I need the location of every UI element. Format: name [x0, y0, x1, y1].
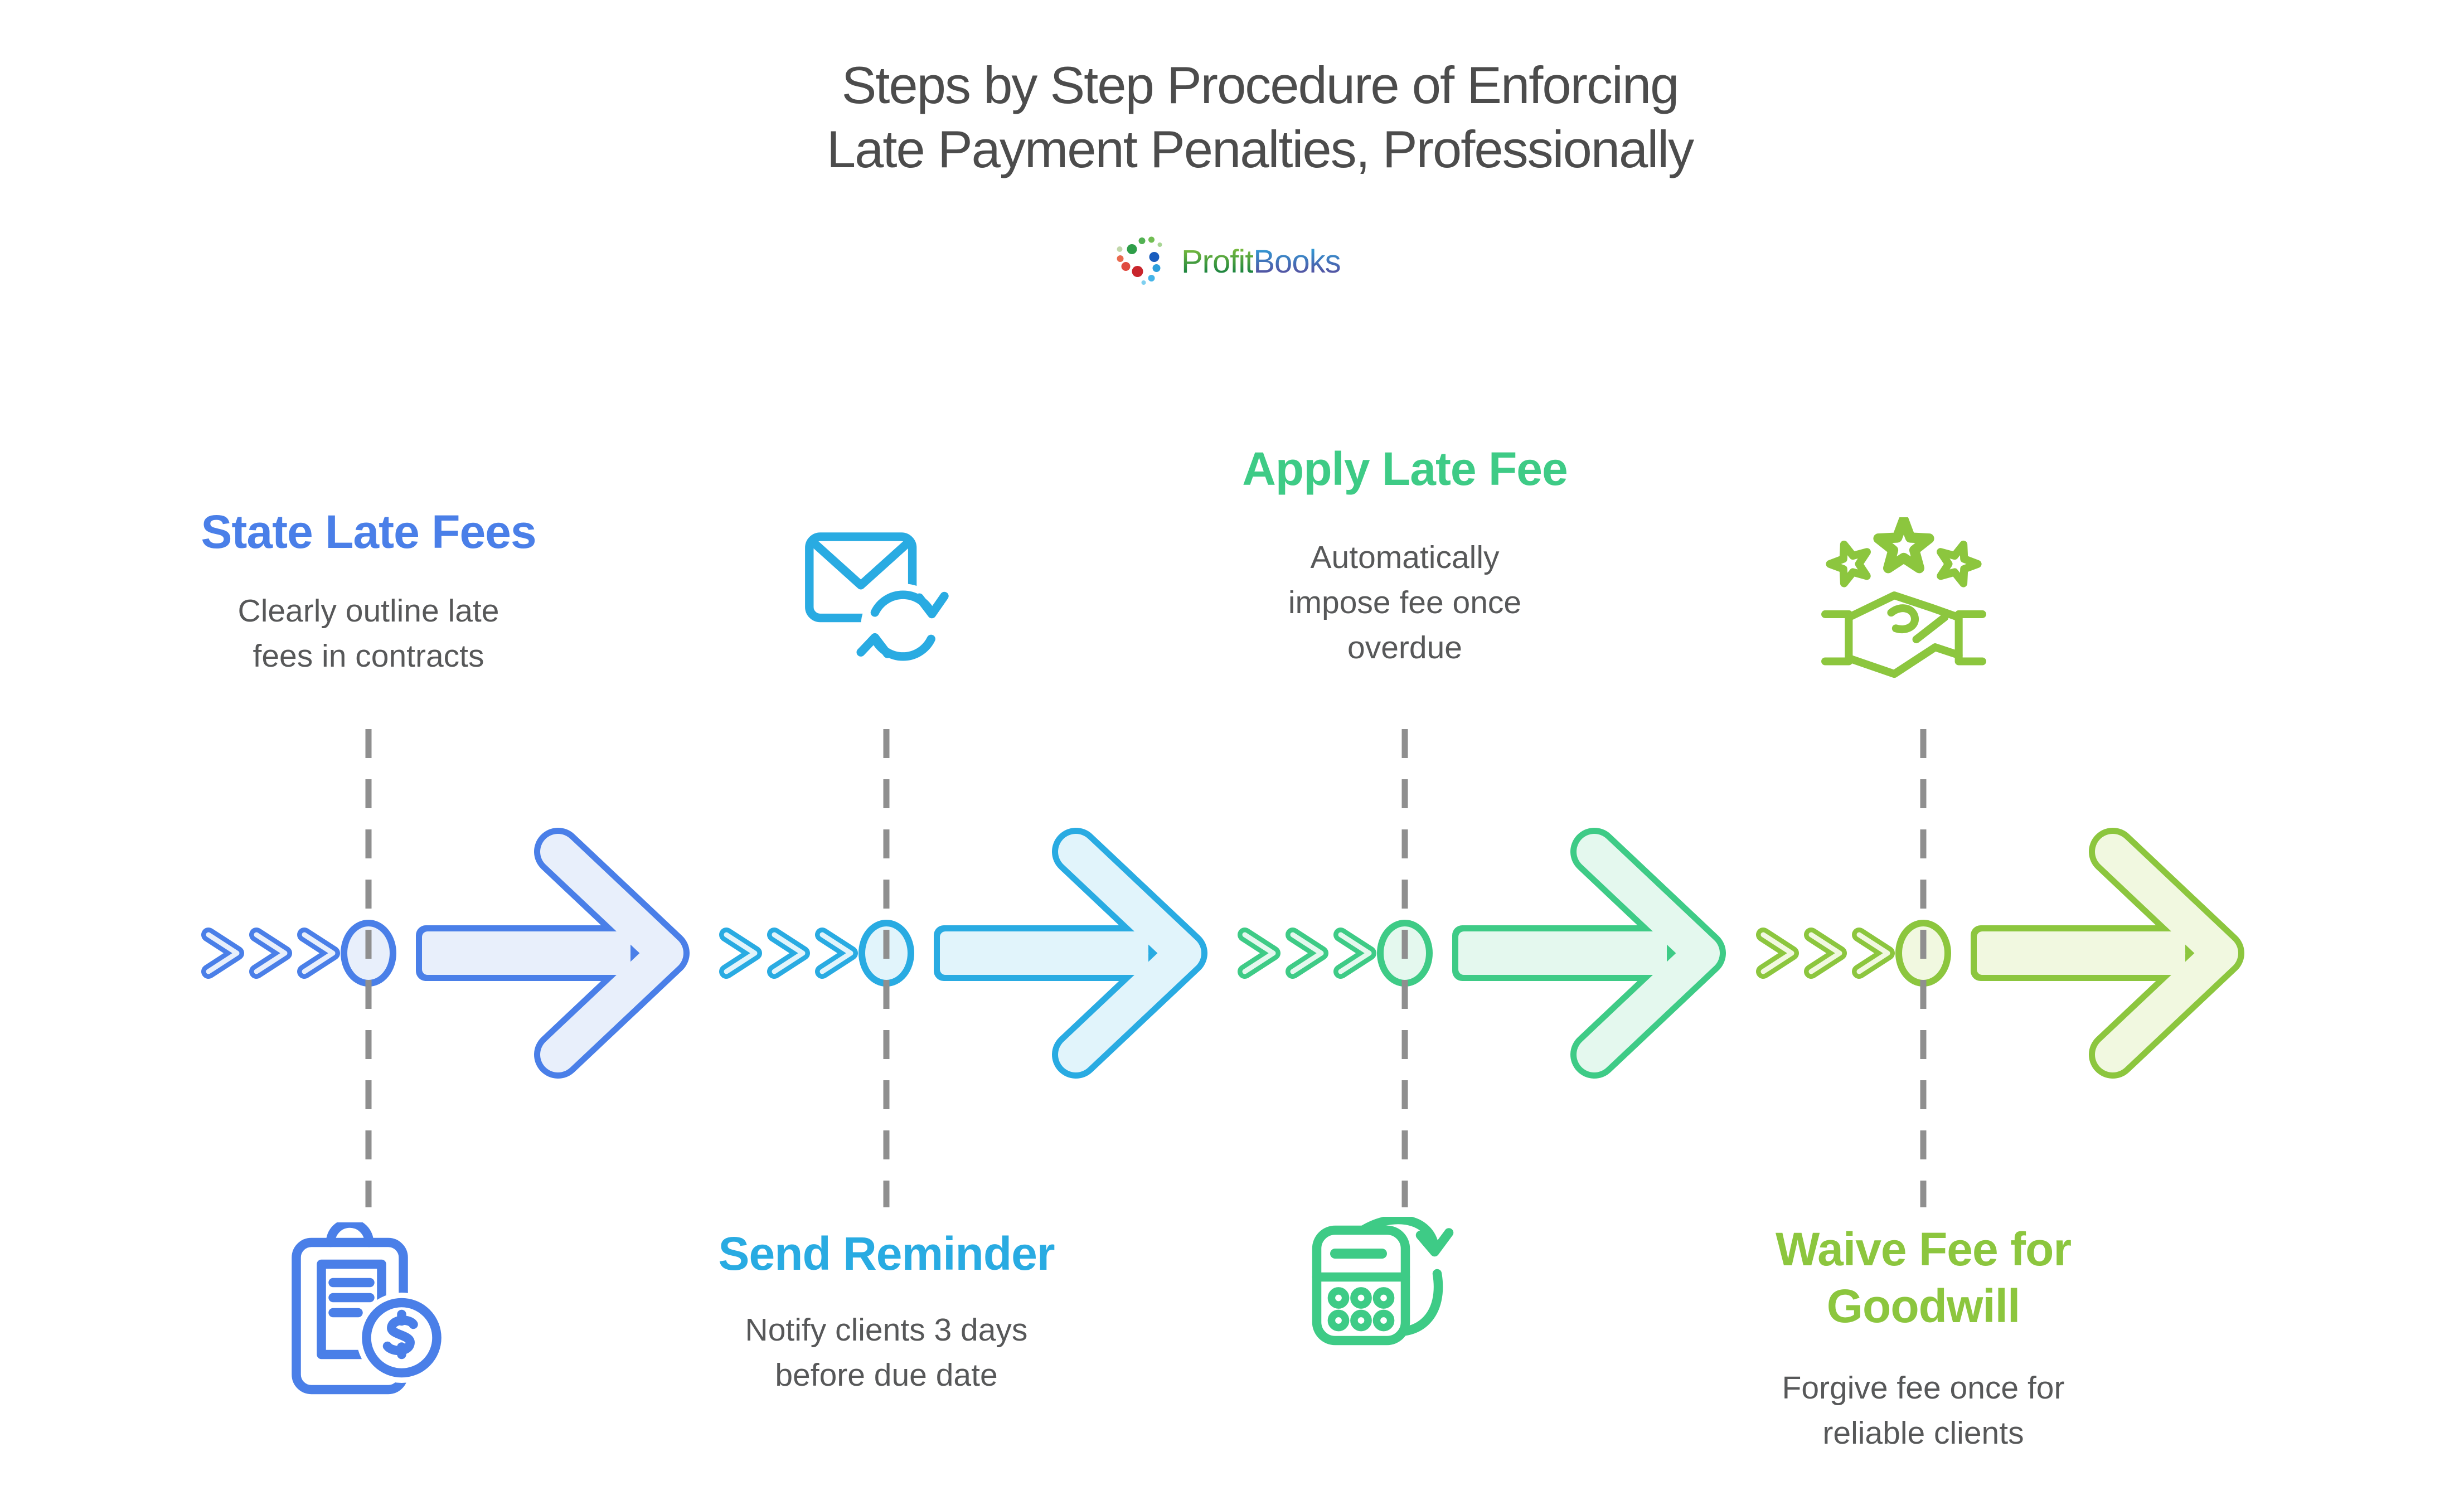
step-waive-fee-for-goodwill: Waive Fee for Goodwill Forgive fee once …: [1706, 0, 2141, 1510]
step-send-reminder: Send Reminder Notify clients 3 days befo…: [669, 0, 1104, 1510]
step-apply-late-fee: Apply Late Fee Automatically impose fee …: [1187, 0, 1622, 1510]
step-description: Automatically impose fee once overdue: [1288, 540, 1522, 666]
page-title: Steps by Step Procedure of Enforcing Lat…: [826, 56, 1694, 178]
step-state-late-fees: State Late Fees Clearly outline late fee…: [151, 0, 586, 1510]
step-title: State Late Fees: [201, 506, 536, 558]
logo-text-profit: Profit: [1181, 244, 1254, 280]
step-description: Notify clients 3 days before due date: [745, 1312, 1028, 1393]
clipboard-dollar-icon: [292, 1222, 447, 1395]
profitbooks-logo: ProfitBooks: [1107, 234, 1341, 290]
flow-arrow-graphic: [719, 828, 1207, 1079]
profitbooks-logo-icon: [1117, 236, 1162, 285]
flow-arrow-graphic: [201, 828, 690, 1079]
step-description: Clearly outline late fees in contracts: [237, 593, 499, 674]
step-title: Waive Fee for Goodwill: [1775, 1223, 2072, 1333]
stars-handshake-icon: [1821, 517, 1986, 678]
logo-text-books: Books: [1253, 244, 1341, 280]
step-title: Send Reminder: [718, 1227, 1055, 1280]
envelope-sync-icon: [805, 532, 949, 668]
step-title: Apply Late Fee: [1242, 443, 1568, 495]
calculator-refresh-icon: [1312, 1217, 1454, 1346]
flow-arrow-graphic: [1238, 828, 1726, 1079]
step-description: Forgive fee once for reliable clients: [1782, 1370, 2065, 1451]
flow-arrow-graphic: [1756, 828, 2244, 1079]
profitbooks-logo-text: ProfitBooks: [1181, 246, 1341, 278]
